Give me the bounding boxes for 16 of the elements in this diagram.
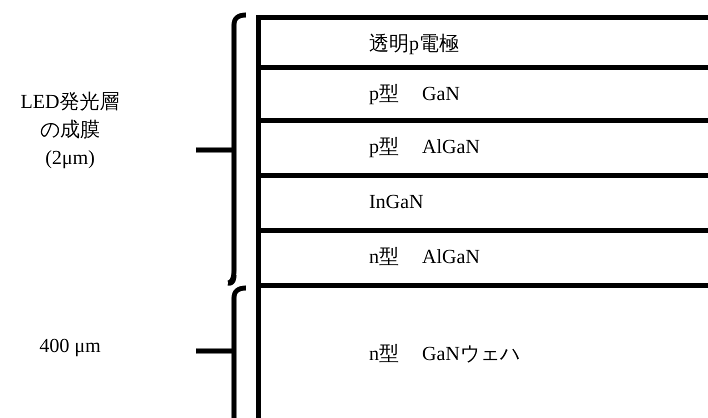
bracket-label: (2μm) — [44, 148, 96, 168]
layer-label: p型 AlGaN — [369, 137, 480, 157]
layer-label: InGaN — [369, 192, 424, 212]
layer-label: 透明p電極 — [369, 34, 459, 54]
layer-box — [256, 283, 708, 418]
bracket-label: LED発光層 — [20, 92, 120, 112]
layer-box — [256, 65, 708, 118]
layer-label: n型 GaNウェハ — [369, 344, 520, 364]
layer-box — [256, 15, 708, 65]
layer-label: p型 GaN — [369, 84, 460, 104]
bracket-label: 400 μm — [38, 336, 102, 356]
layer-label: n型 AlGaN — [369, 247, 480, 267]
bracket-label: の成膜 — [39, 120, 101, 140]
layer-box — [256, 118, 708, 173]
layer-box — [256, 173, 708, 228]
layer-box — [256, 228, 708, 283]
